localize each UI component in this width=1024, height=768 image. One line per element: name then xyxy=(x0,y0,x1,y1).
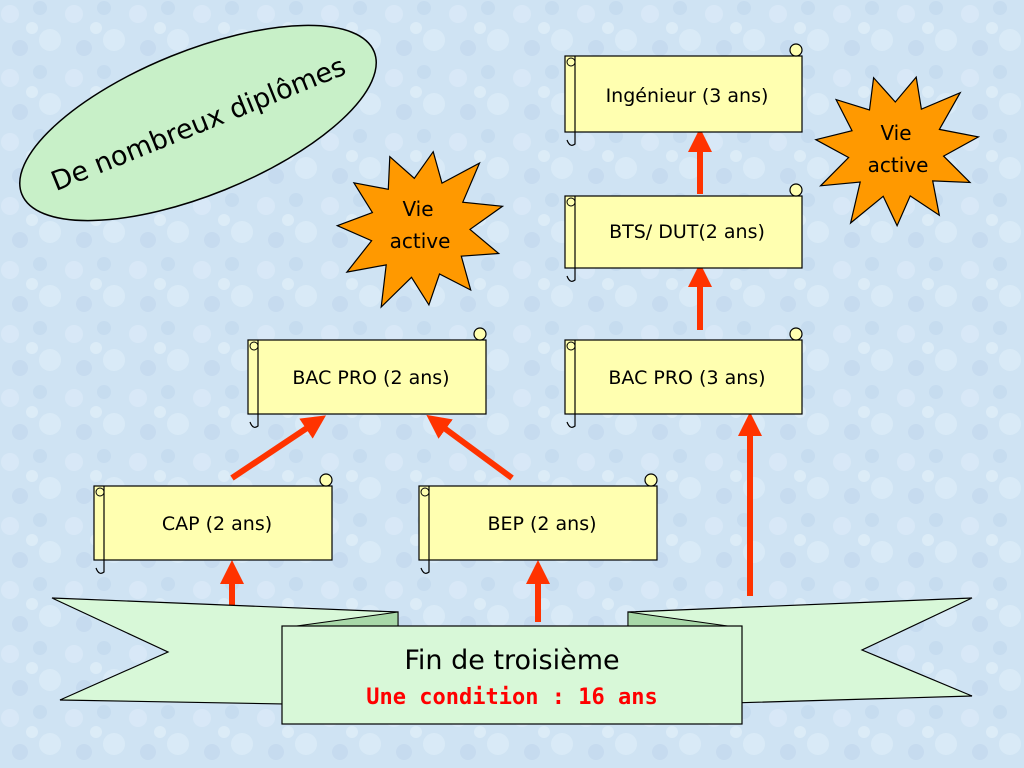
arrow-cap-to-bacpro2 xyxy=(230,415,326,481)
star-right-line1: Vie xyxy=(880,121,911,145)
diploma-bts-dut-label: BTS/ DUT(2 ans) xyxy=(609,221,765,243)
diploma-ingenieur-label: Ingénieur (3 ans) xyxy=(606,85,769,107)
banner-center xyxy=(281,625,743,725)
banner-ribbon: Fin de troisième Une condition : 16 ans xyxy=(51,597,973,725)
star-right-line2: active xyxy=(868,153,929,177)
diploma-bep-label: BEP (2 ans) xyxy=(487,513,596,535)
diploma-bac-pro-2-label: BAC PRO (2 ans) xyxy=(292,367,449,389)
arrow-bep-to-bacpro2 xyxy=(426,414,514,481)
scroll-cap: CAP (2 ans) xyxy=(93,473,333,574)
star-left-line1: Vie xyxy=(402,197,433,221)
banner-title: Fin de troisième xyxy=(404,645,619,676)
star-left-line2: active xyxy=(390,229,451,253)
arrows xyxy=(220,128,762,622)
starburst-icon xyxy=(335,150,505,309)
banner-subtitle: Une condition : 16 ans xyxy=(366,685,657,710)
scroll-ingenieur: Ingénieur (3 ans) xyxy=(564,43,803,146)
scroll-bep: BEP (2 ans) xyxy=(418,473,658,574)
title-ellipse: De nombreux diplômes xyxy=(19,24,377,222)
star-vie-active-left: Vie active xyxy=(335,150,505,309)
scroll-bac-pro-2: BAC PRO (2 ans) xyxy=(247,327,487,428)
diploma-cap-label: CAP (2 ans) xyxy=(162,513,272,535)
diploma-bac-pro-3-label: BAC PRO (3 ans) xyxy=(608,367,765,389)
star-vie-active-right: Vie active xyxy=(814,75,981,228)
scroll-bac-pro-3: BAC PRO (3 ans) xyxy=(564,327,803,428)
scroll-bts-dut: BTS/ DUT(2 ans) xyxy=(564,183,803,282)
starburst-icon xyxy=(814,75,981,228)
